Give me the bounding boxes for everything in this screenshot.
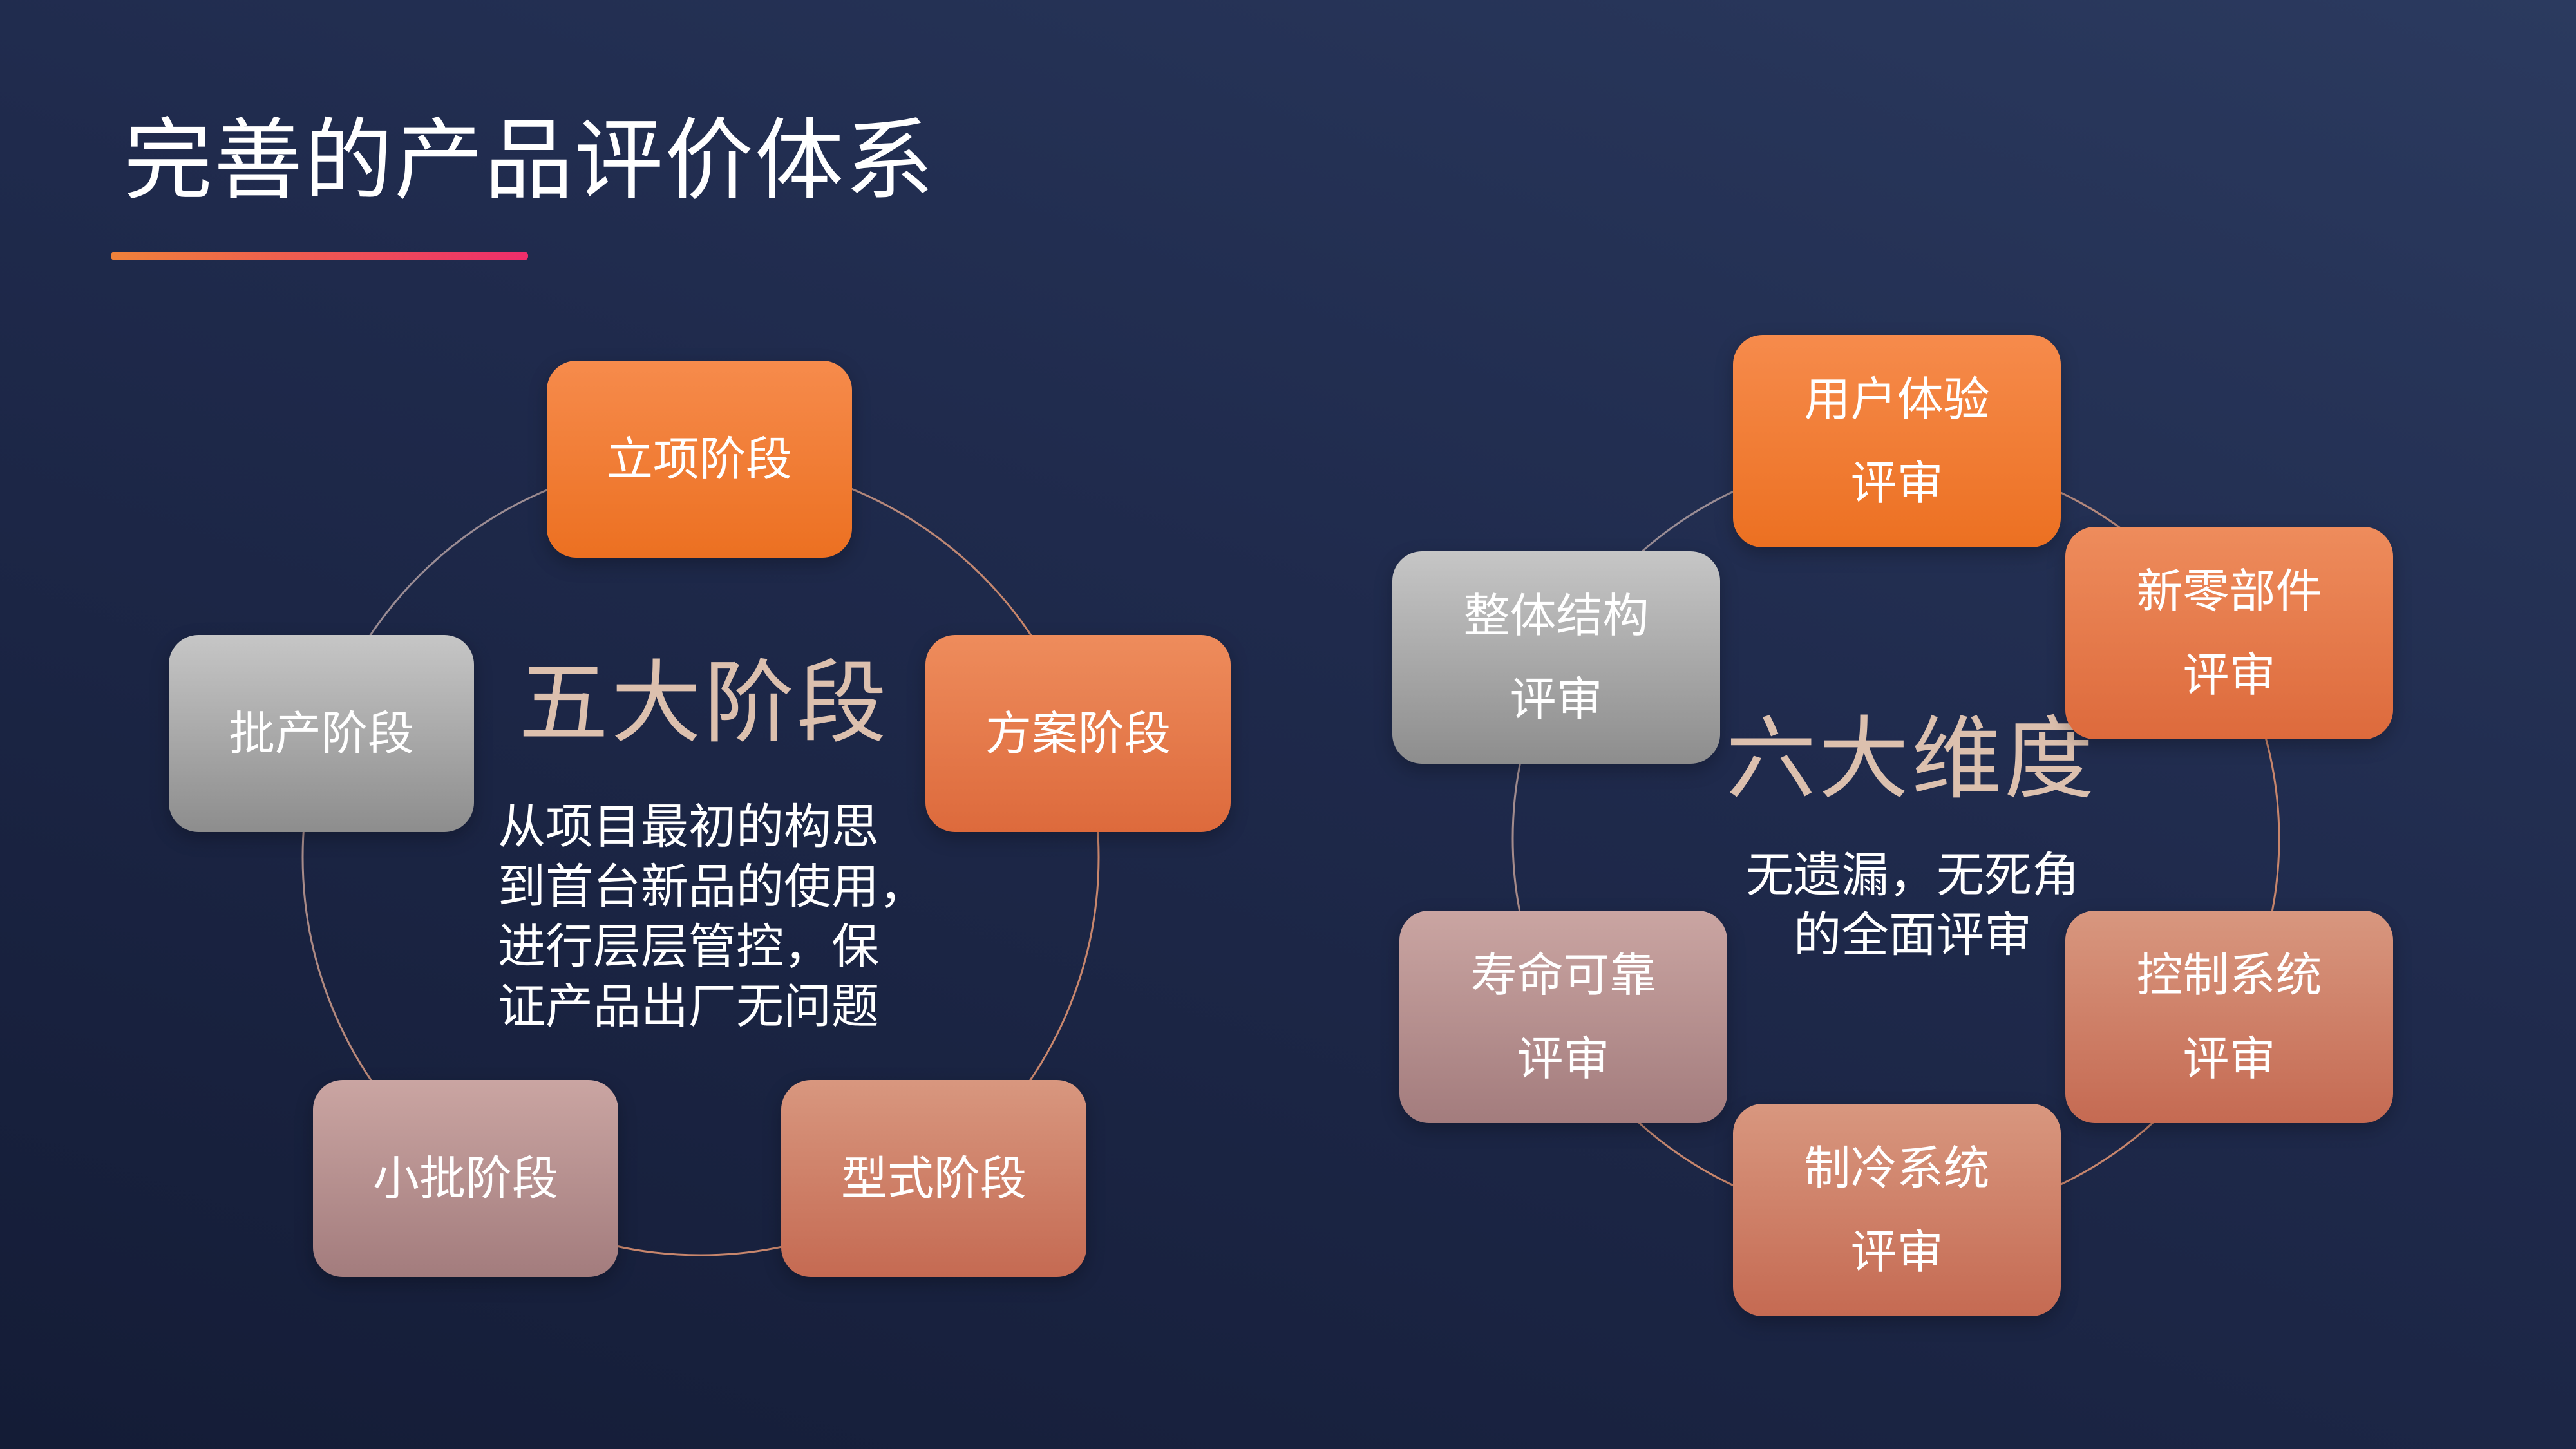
- dimension-line2: 评审: [1517, 1032, 1610, 1086]
- dimension-node-new-parts: 新零部件 评审: [2065, 527, 2393, 739]
- dimension-node-reliability: 寿命可靠 评审: [1399, 911, 1727, 1123]
- stage-node-1: 立项阶段: [547, 361, 852, 558]
- dimension-line1: 控制系统: [2136, 948, 2322, 1002]
- dimension-node-refrigeration: 制冷系统 评审: [1733, 1104, 2061, 1316]
- left-desc-line: 进行层层管控，保: [498, 919, 879, 974]
- dimension-line1: 新零部件: [2136, 564, 2322, 618]
- dimension-node-structure: 整体结构 评审: [1392, 551, 1720, 764]
- right-cycle-title: 六大维度: [1726, 707, 2098, 812]
- dimension-line1: 整体结构: [1463, 589, 1649, 643]
- stage-label: 立项阶段: [606, 432, 792, 486]
- right-desc-line: 的全面评审: [1794, 907, 2032, 963]
- dimension-node-user-experience: 用户体验 评审: [1733, 335, 2061, 547]
- stage-label: 小批阶段: [372, 1151, 558, 1206]
- right-cycle-description: 无遗漏，无死角 的全面评审: [1713, 846, 2112, 965]
- left-desc-line: 到首台新品的使用，: [498, 859, 927, 914]
- left-cycle-description: 从项目最初的构思 到首台新品的使用， 进行层层管控，保 证产品出厂无问题: [498, 797, 927, 1037]
- dimension-line2: 评审: [2183, 648, 2276, 702]
- stage-label: 型式阶段: [840, 1151, 1027, 1206]
- dimension-line2: 评审: [1510, 672, 1603, 726]
- stage-node-2: 方案阶段: [925, 635, 1231, 832]
- right-desc-line: 无遗漏，无死角: [1746, 848, 2079, 903]
- stage-label: 方案阶段: [985, 706, 1171, 761]
- dimension-line2: 评审: [1850, 1225, 1944, 1279]
- stage-node-5: 批产阶段: [169, 635, 474, 832]
- dimension-line1: 制冷系统: [1804, 1141, 1990, 1195]
- page-title: 完善的产品评价体系: [124, 109, 936, 213]
- left-cycle-title: 五大阶段: [518, 651, 890, 756]
- dimension-line2: 评审: [1850, 456, 1944, 510]
- stage-label: 批产阶段: [228, 706, 414, 761]
- dimension-line1: 寿命可靠: [1470, 948, 1656, 1002]
- left-desc-line: 证产品出厂无问题: [498, 979, 879, 1034]
- left-desc-line: 从项目最初的构思: [498, 799, 879, 855]
- stage-node-4: 小批阶段: [313, 1080, 618, 1277]
- stage-node-3: 型式阶段: [781, 1080, 1086, 1277]
- dimension-line2: 评审: [2183, 1032, 2276, 1086]
- dimension-node-control-system: 控制系统 评审: [2065, 911, 2393, 1123]
- title-underline: [111, 252, 528, 260]
- dimension-line1: 用户体验: [1804, 372, 1990, 426]
